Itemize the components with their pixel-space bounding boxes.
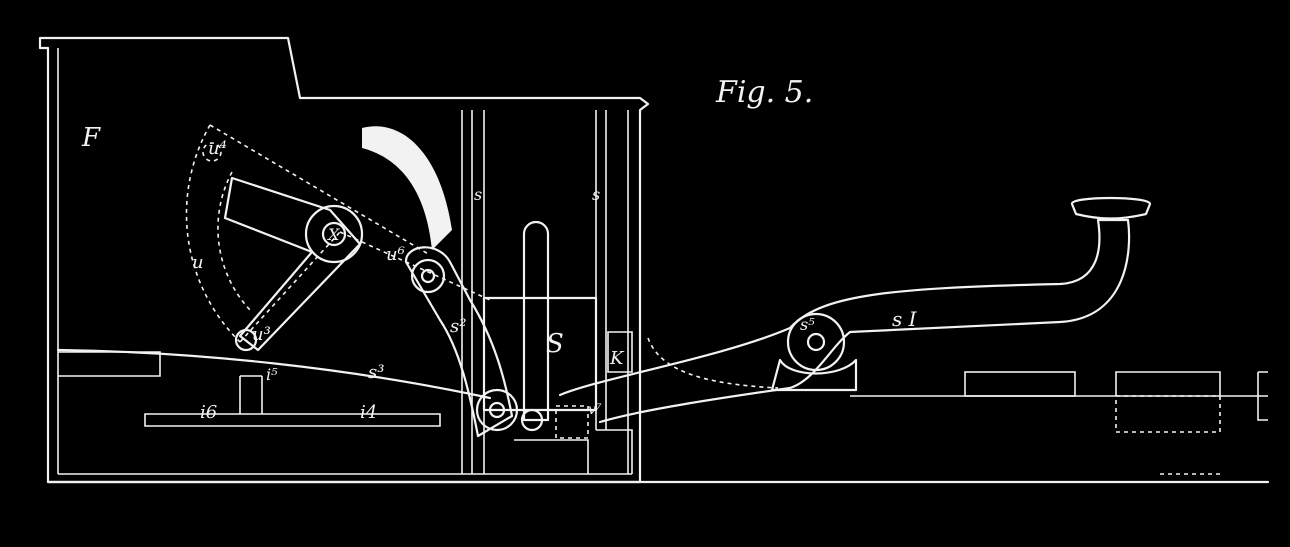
treadle-pedal (1070, 196, 1152, 220)
main-arm (223, 176, 362, 352)
label-x: X (326, 225, 340, 244)
sector-outline (185, 124, 241, 343)
lever-s2 (404, 246, 514, 438)
pivot-s4 (488, 401, 506, 419)
label-i4: i4 (360, 402, 377, 423)
label-s: S (546, 329, 564, 359)
pin-u3 (234, 328, 258, 352)
label-s-i: s I (892, 307, 918, 331)
slide-slot (522, 220, 550, 422)
treadle-dashed-tail (647, 337, 779, 389)
rod-s3 (56, 348, 492, 400)
label-s-left: s (474, 185, 482, 204)
cam-hatched (362, 126, 452, 250)
left-ledge (58, 351, 161, 377)
treadle-lever (558, 218, 1131, 424)
label-u3: u³ (252, 324, 271, 345)
pivot-x-boss (304, 204, 364, 264)
sector-edge-top (209, 124, 431, 256)
pivot-s2 (520, 408, 544, 432)
k-block (607, 331, 633, 373)
right-block-3 (1257, 371, 1268, 421)
lower-bracket (514, 429, 633, 474)
label-s-right: s (592, 185, 600, 204)
pin-u4 (202, 142, 222, 162)
post-i5 (239, 375, 263, 414)
label-k: K (609, 348, 625, 369)
dashed-block (555, 405, 589, 439)
pivot-s4-boss (475, 388, 519, 432)
lower-platform (144, 413, 441, 427)
label-i6: i6 (200, 402, 217, 423)
housing-outline (38, 36, 650, 484)
label-v7: v⁷ (588, 402, 602, 418)
sector-inner (217, 171, 251, 311)
slide-block-s (482, 296, 598, 412)
right-block-2-dashed (1115, 395, 1221, 433)
label-u: u (192, 252, 204, 273)
label-s5: s⁵ (800, 315, 815, 334)
label-f: F (81, 123, 101, 153)
pivot-s5-bearing (770, 358, 858, 392)
label-u6: u⁶ (386, 244, 405, 265)
housing-inner-wall (57, 48, 632, 475)
label-s2: s² (450, 316, 466, 337)
figure-caption: Fig. 5. (715, 75, 813, 110)
pin-u6 (420, 268, 436, 284)
pin-u6-boss (410, 258, 446, 294)
pivot-s5-boss (786, 312, 846, 372)
pivot-x (321, 221, 347, 247)
label-s3: s³ (368, 362, 384, 383)
right-block-1 (964, 371, 1076, 397)
pivot-s5 (806, 332, 826, 352)
label-i5: i⁵ (266, 365, 278, 384)
label-u4: u⁴ (208, 138, 227, 159)
sector-edge-bottom (239, 231, 341, 343)
right-block-2 (1115, 371, 1221, 396)
